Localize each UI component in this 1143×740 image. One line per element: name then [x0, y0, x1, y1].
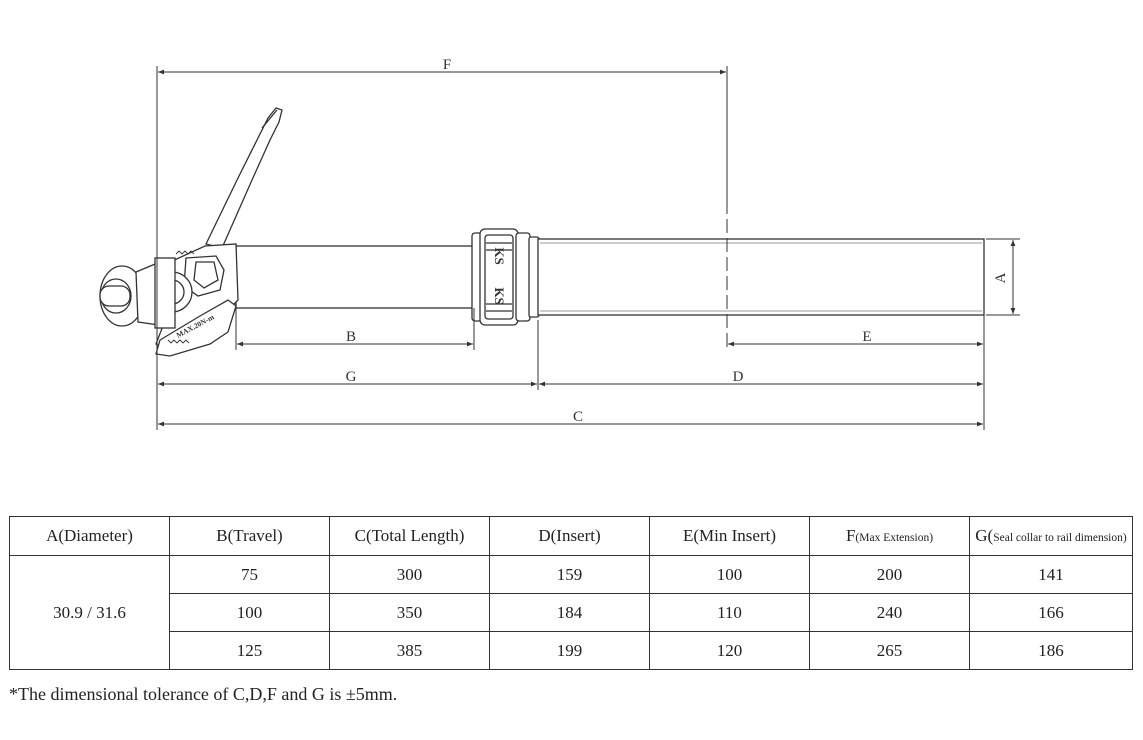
seat-clamp-head [99, 107, 283, 357]
table-cell: 159 [489, 555, 650, 594]
header-insert: D(Insert) [489, 516, 650, 556]
brand-mark-lower: KS [492, 287, 507, 304]
table-cell: 125 [169, 631, 330, 670]
table-cell: 199 [489, 631, 650, 670]
table-cell: 141 [969, 555, 1133, 594]
dim-label-A: A [993, 272, 1009, 283]
dim-label-C: C [573, 409, 583, 425]
header-min-insert: E(Min Insert) [649, 516, 810, 556]
dim-label-G: G [346, 369, 357, 385]
dim-label-D: D [733, 369, 744, 385]
dimension-lines [158, 69, 1016, 427]
table-cell: 100 [649, 555, 810, 594]
header-diameter: A(Diameter) [9, 516, 170, 556]
remote-lever [205, 107, 283, 249]
table-cell: 186 [969, 631, 1133, 670]
header-travel: B(Travel) [169, 516, 330, 556]
header-max-extension: F(Max Extension) [809, 516, 970, 556]
dimension-spec-table: A(Diameter) B(Travel) C(Total Length) D(… [9, 516, 1133, 670]
table-cell: 75 [169, 555, 330, 594]
table-cell: 350 [329, 593, 490, 632]
dim-label-F: F [443, 57, 451, 73]
table-cell: 110 [649, 593, 810, 632]
table-cell: 265 [809, 631, 970, 670]
table-cell: 120 [649, 631, 810, 670]
table-row: 30.9 / 31.6 75 300 159 100 200 141 [9, 555, 1133, 670]
header-total-length: C(Total Length) [329, 516, 490, 556]
table-cell: 184 [489, 593, 650, 632]
brand-mark-upper: KS [492, 247, 507, 264]
extension-lines [156, 66, 1020, 430]
dim-label-B: B [346, 329, 356, 345]
table-header-row: A(Diameter) B(Travel) C(Total Length) D(… [9, 516, 1133, 556]
table-row: 125 385 199 120 265 186 [10, 631, 1133, 670]
table-cell: 300 [329, 555, 490, 594]
dim-label-E: E [862, 329, 871, 345]
outer-tube [537, 238, 985, 316]
seatpost-dimension-drawing: KS KS MAX.20N-m [99, 57, 1020, 430]
stanchion-tube [235, 245, 477, 309]
seal-collar [471, 228, 540, 326]
tolerance-note: *The dimensional tolerance of C,D,F and … [9, 684, 398, 704]
table-row: 100 350 184 110 240 166 [10, 593, 1133, 632]
table-cell: 385 [329, 631, 490, 670]
table-cell: 166 [969, 593, 1133, 632]
seatpost-outline [235, 228, 985, 326]
cell-diameter: 30.9 / 31.6 [9, 555, 170, 670]
table-cell: 100 [169, 593, 330, 632]
header-seal-collar: G(Seal collar to rail dimension) [969, 516, 1133, 556]
table-cell: 240 [809, 593, 970, 632]
table-cell: 200 [809, 555, 970, 594]
